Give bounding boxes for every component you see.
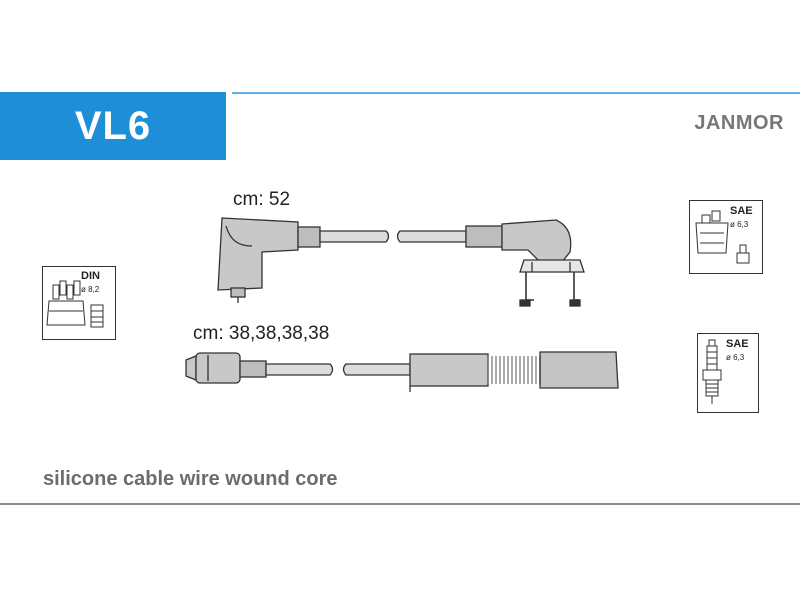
plug-cable-wire-right <box>342 363 411 376</box>
coil-cable-left-boot <box>217 217 299 291</box>
distributor-size: ø 8,2 <box>81 285 100 294</box>
plug-cable-left-sleeve <box>239 360 267 378</box>
plug-cable <box>185 351 619 392</box>
coil-cable-left-terminal <box>230 287 246 298</box>
coil-connector-box: SAE ø 6,3 <box>689 200 763 274</box>
coil-standard: SAE <box>730 205 753 217</box>
coil-cable-left-sleeve <box>297 226 321 248</box>
brand-name: JANMOR <box>694 112 784 134</box>
coil-cable-wire-left <box>319 230 390 243</box>
plug-cable-right-boot <box>539 351 619 389</box>
product-code: VL6 <box>74 103 152 148</box>
coil-cable-clip <box>519 259 585 273</box>
ignition-coil-icon <box>695 210 750 264</box>
spark-plug-connector-box: SAE ø 6,3 <box>697 333 759 413</box>
plug-cable-wire-left <box>265 363 334 376</box>
spark-plug-icon <box>702 339 722 404</box>
footer-rule <box>0 503 800 505</box>
plug-cable-left-cap <box>185 355 197 381</box>
coil-cable <box>217 217 585 307</box>
plug-cable-left-boot <box>195 352 241 384</box>
coil-size: ø 6,3 <box>730 220 749 229</box>
coil-cable-length: cm: 52 <box>233 189 291 210</box>
product-description: silicone cable wire wound core <box>43 468 338 490</box>
product-code-banner: VL6 <box>0 92 226 160</box>
spark-plug-standard: SAE <box>726 338 749 350</box>
plug-cable-length: cm: 38,38,38,38 <box>193 323 330 344</box>
distributor-connector-box: DIN ø 8,2 <box>42 266 116 340</box>
distributor-standard: DIN <box>81 270 100 282</box>
distributor-cap-icon <box>46 280 104 328</box>
spark-plug-size: ø 6,3 <box>726 353 745 362</box>
plug-cable-ribs <box>487 356 537 384</box>
plug-cable-right-sleeve <box>409 353 489 387</box>
header-rule <box>232 92 800 94</box>
coil-cable-right-boot <box>501 219 572 263</box>
coil-cable-wire-right <box>396 230 467 243</box>
coil-cable-right-sleeve <box>465 225 503 248</box>
